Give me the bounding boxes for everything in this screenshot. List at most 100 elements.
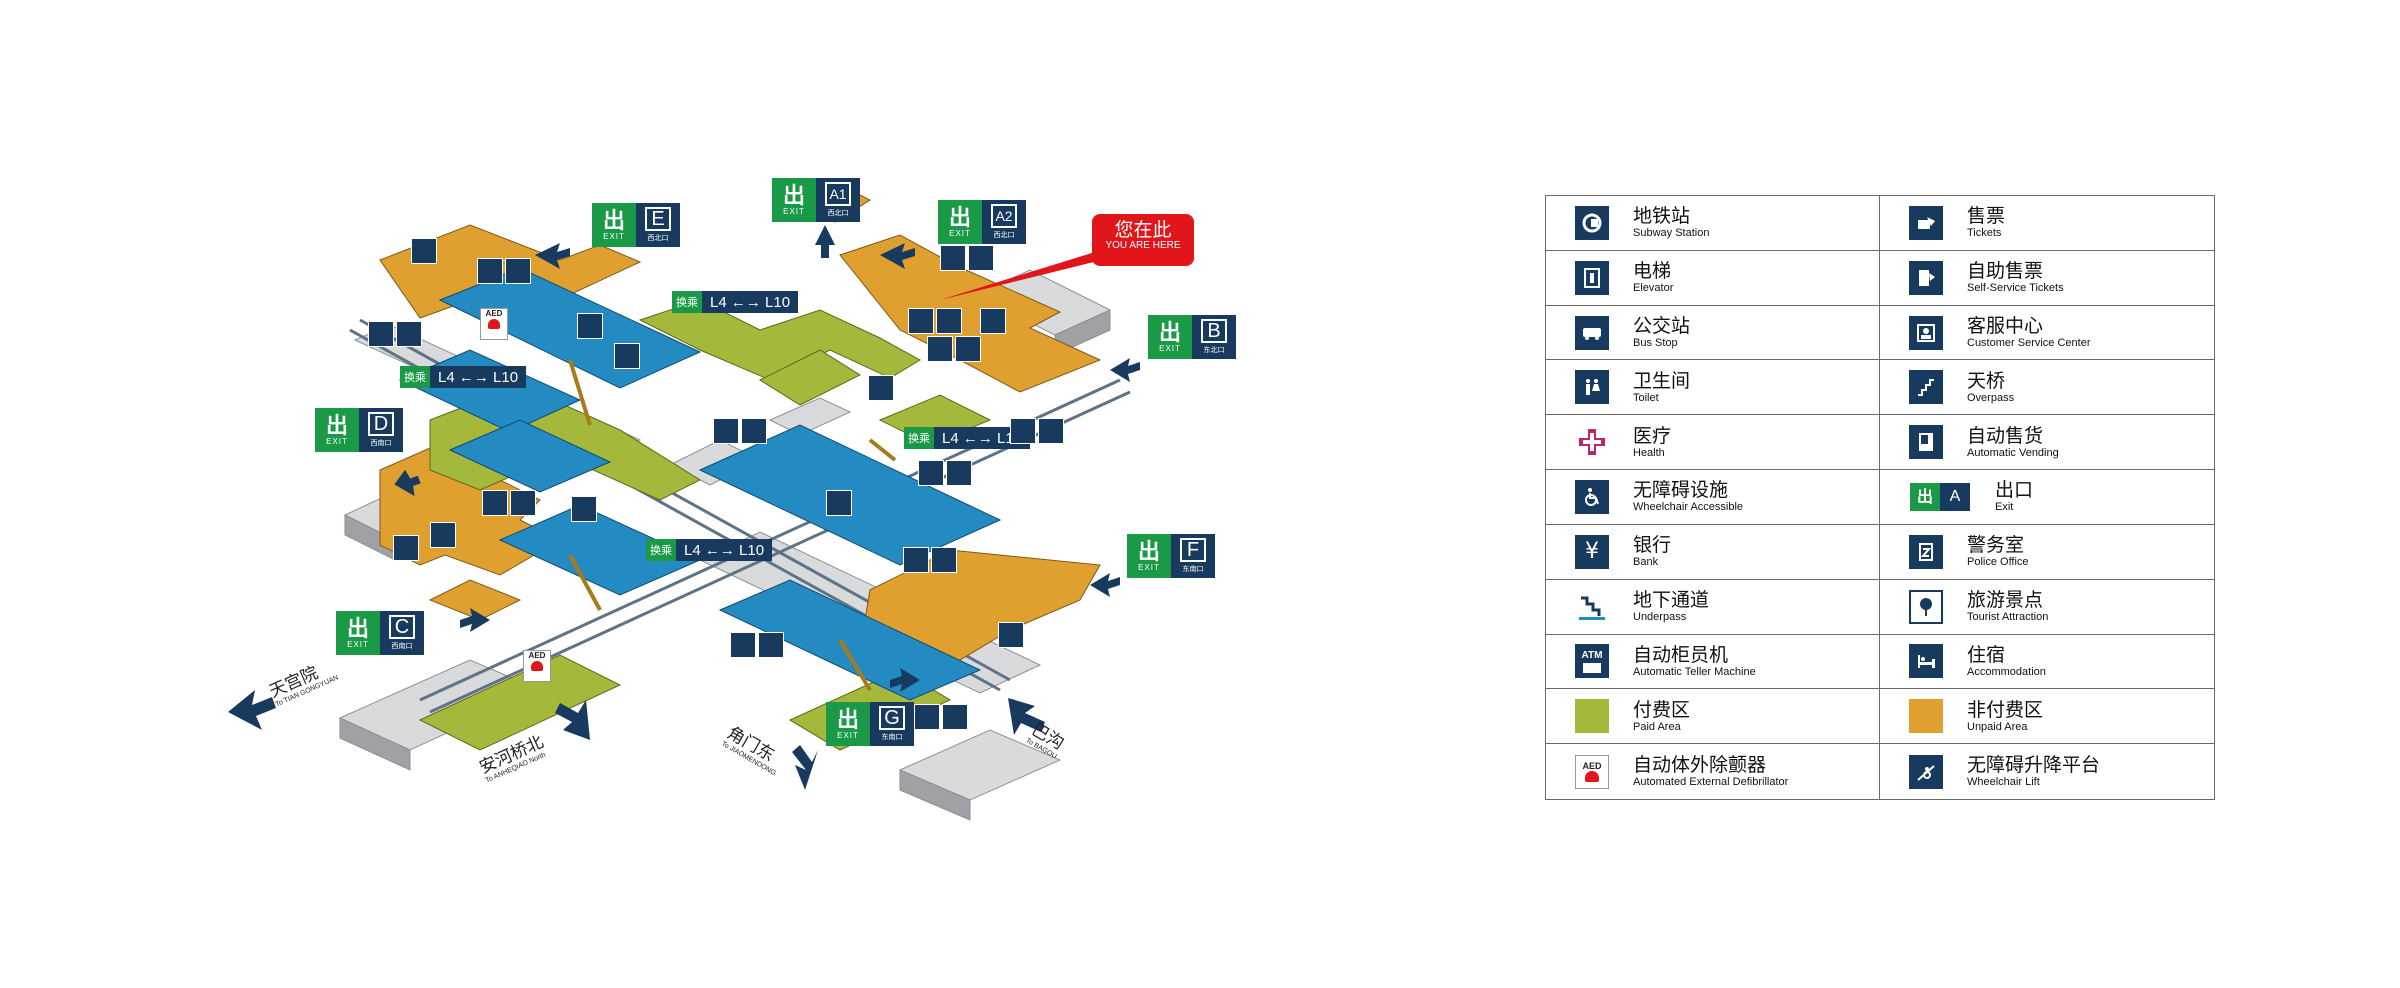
self-service-tickets-icon xyxy=(931,547,957,573)
you-are-here-pointer xyxy=(940,252,1110,300)
aed-icon: AED xyxy=(523,650,551,682)
police-icon xyxy=(1909,534,1943,569)
legend-en: Elevator xyxy=(1633,282,1674,295)
automatic-vending-icon xyxy=(903,547,929,573)
exit-letter: E xyxy=(645,207,671,231)
exit-icon: 出 A xyxy=(1909,480,1971,514)
exit-chu: 出 xyxy=(602,207,625,233)
legend-zh: 公交站 xyxy=(1633,315,1691,338)
legend-zh: 地铁站 xyxy=(1633,205,1691,228)
aed-heart xyxy=(531,661,543,671)
legend-zh: 付费区 xyxy=(1633,698,1691,721)
self-service-tickets-icon xyxy=(510,490,536,516)
legend-en: Toilet xyxy=(1633,391,1659,404)
legend-zh: 非付费区 xyxy=(1967,698,2044,721)
health-icon xyxy=(1575,425,1609,459)
exit-en: EXIT xyxy=(949,228,971,238)
legend-en: Automatic Vending xyxy=(1967,446,2059,459)
self-service-tickets-icon xyxy=(1909,260,1943,295)
tourist-attraction-icon xyxy=(1909,589,1943,624)
exit-sub: 东南口 xyxy=(1182,566,1204,573)
wheelchair-icon xyxy=(955,336,981,362)
exit-chu: 出 xyxy=(325,412,348,438)
legend-zh: 出口 xyxy=(1995,479,2034,502)
walkway-arrows xyxy=(394,225,1140,692)
legend-en: Overpass xyxy=(1967,391,2015,404)
exit-letter: D xyxy=(368,412,394,436)
toilet-icon xyxy=(918,460,944,486)
legend-zh: 天桥 xyxy=(1967,369,2006,392)
aed-icon: AED xyxy=(1575,754,1609,789)
legend-en: Paid Area xyxy=(1633,720,1681,733)
exit-letter: A2 xyxy=(991,204,1017,228)
underpass-icon xyxy=(1575,589,1609,624)
toilet-icon xyxy=(1575,370,1609,405)
bank-icon: ¥ xyxy=(1575,534,1609,569)
aed-icon: AED xyxy=(480,308,508,340)
toilet-icon xyxy=(730,632,756,658)
tickets-icon xyxy=(430,522,456,548)
legend-en: Unpaid Area xyxy=(1967,720,2028,733)
legend-en: Tickets xyxy=(1967,227,2002,240)
elevator-icon xyxy=(1575,260,1609,295)
legend-zh: 银行 xyxy=(1633,534,1672,557)
tickets-icon xyxy=(411,238,437,264)
transfer-tag: 换乘 xyxy=(400,366,430,388)
transfer-tag: 换乘 xyxy=(646,539,676,561)
legend-en: Health xyxy=(1633,446,1665,459)
tickets-icon xyxy=(998,622,1024,648)
exit-en: EXIT xyxy=(347,639,369,649)
destination-arrows xyxy=(228,690,1045,790)
exit-chu: 出 xyxy=(948,204,971,230)
exit-sub: 西北口 xyxy=(827,210,849,217)
exit-en: EXIT xyxy=(1138,562,1160,572)
exit-chu: 出 xyxy=(1910,482,1940,511)
tickets-icon xyxy=(1909,205,1943,240)
legend-en: Automatic Teller Machine xyxy=(1633,665,1756,678)
wheelchair-lift-icon xyxy=(1909,754,1943,789)
customer-service-icon xyxy=(868,375,894,401)
wheelchair-icon xyxy=(396,321,422,347)
exit-chu: 出 xyxy=(346,615,369,641)
exit-letter: C xyxy=(389,615,415,639)
transfer-tag: 换乘 xyxy=(904,427,934,449)
legend-en: Tourist Attraction xyxy=(1967,611,2049,624)
automatic-vending-icon xyxy=(1909,425,1943,460)
legend-en: Wheelchair Accessible xyxy=(1633,501,1744,514)
exit-chu: 出 xyxy=(836,706,859,732)
legend-zh: 住宿 xyxy=(1967,643,2006,666)
exit-chu: 出 xyxy=(782,182,805,208)
customer-service-icon xyxy=(571,496,597,522)
you-are-here-zh: 您在此 xyxy=(1114,219,1172,241)
atm-glyph: ATM xyxy=(1581,649,1603,661)
overpass-icon xyxy=(1909,370,1943,405)
self-service-tickets-icon xyxy=(505,258,531,284)
you-are-here-marker: 您在此 YOU ARE HERE xyxy=(1092,214,1194,266)
legend-en: Subway Station xyxy=(1633,227,1710,240)
legend-zh: 客服中心 xyxy=(1967,315,2044,338)
police-icon xyxy=(393,535,419,561)
exit-en: EXIT xyxy=(603,231,625,241)
self-service-tickets-icon xyxy=(936,308,962,334)
accommodation-icon xyxy=(1909,644,1943,679)
